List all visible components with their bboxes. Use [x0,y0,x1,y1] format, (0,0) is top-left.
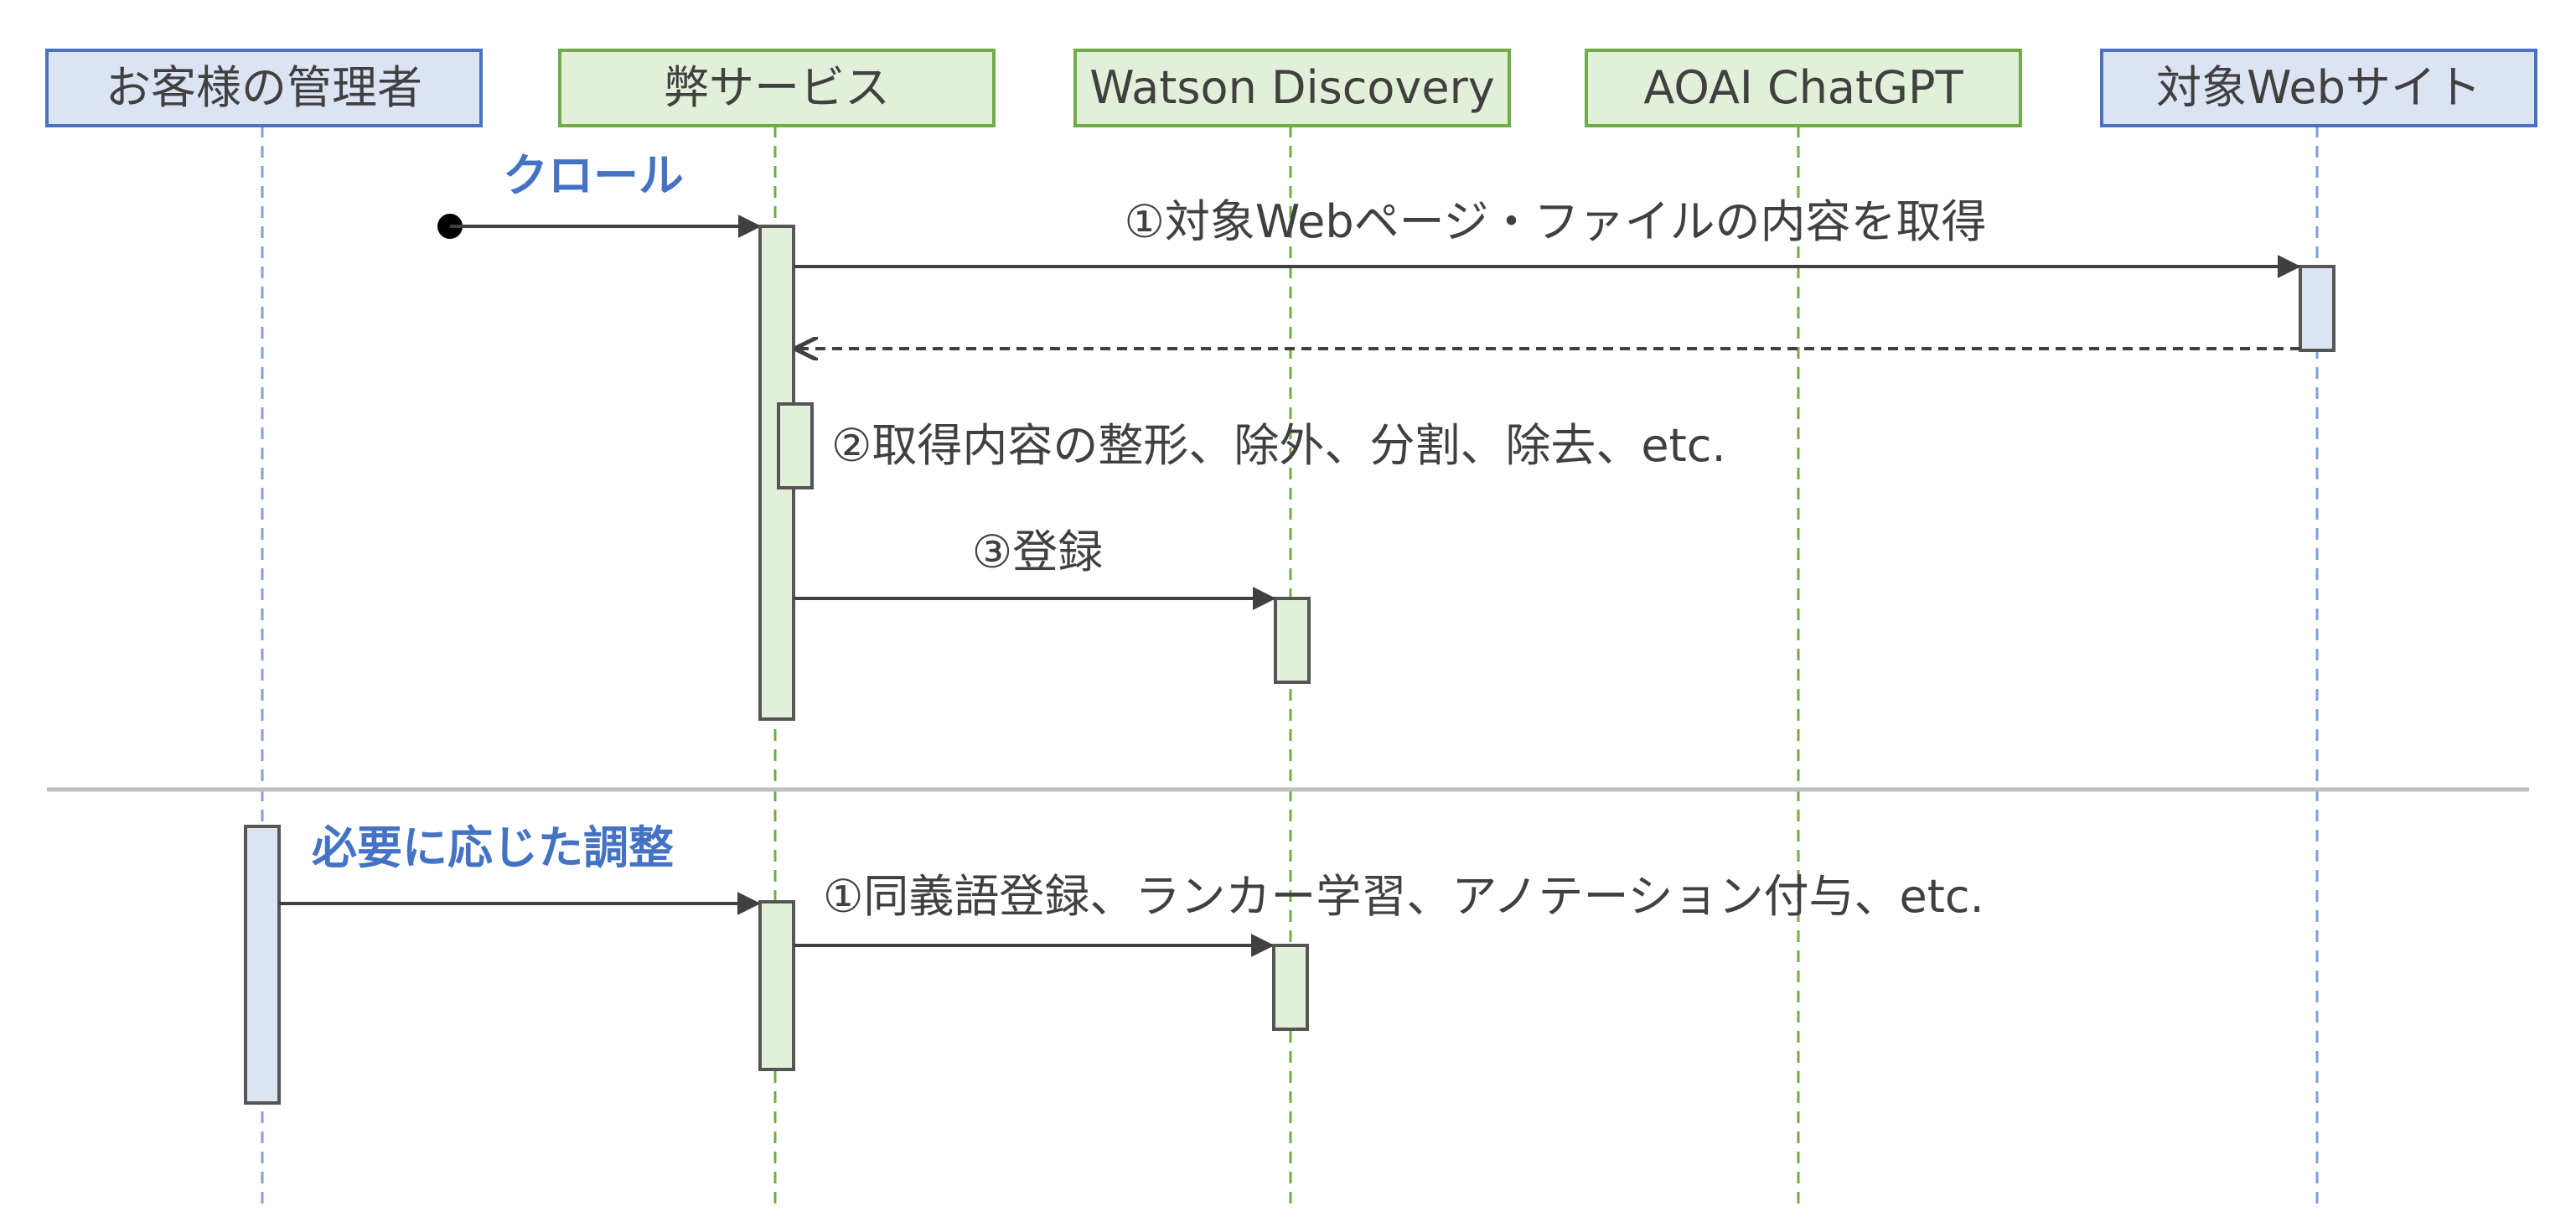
section-crawl-label: クロール [503,149,684,202]
activation-customer-admin [244,825,281,1105]
participant-customer-admin: お客様の管理者 [45,49,483,127]
tuning-step1-label: ①同義語登録、ランカー学習、アノテーション付与、etc. [823,870,1984,923]
participant-customer-admin-label: お客様の管理者 [106,61,422,114]
participant-target-website: 対象Webサイト [2100,49,2537,127]
activation-watson-tuning [1272,944,1309,1031]
crawl-step2-label: ②取得内容の整形、除外、分割、除去、etc. [831,419,1726,472]
section-tuning-label: 必要に応じた調整 [312,821,674,874]
crawl-step3-label: ③登録 [972,526,1103,578]
participant-aoai-chatgpt: AOAI ChatGPT [1585,49,2022,127]
activation-target-website [2299,265,2335,352]
activation-our-service-processing [777,402,814,489]
activation-our-service-tuning [758,900,795,1071]
participant-target-website-label: 対象Webサイト [2156,61,2481,114]
participant-our-service: 弊サービス [558,49,996,127]
crawl-step1-label: ①対象Webページ・ファイルの内容を取得 [1124,195,1986,248]
participant-watson-discovery-label: Watson Discovery [1089,61,1495,114]
participant-our-service-label: 弊サービス [664,61,890,114]
activation-watson-register [1274,597,1311,684]
participant-aoai-chatgpt-label: AOAI ChatGPT [1643,61,1963,114]
participant-watson-discovery: Watson Discovery [1073,49,1511,127]
